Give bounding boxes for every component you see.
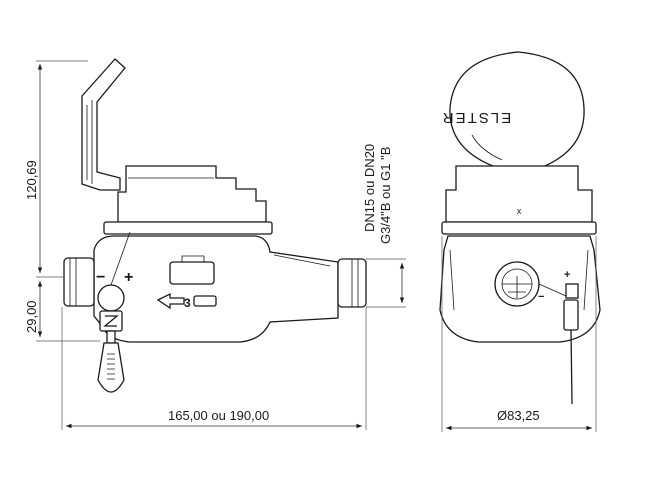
meter-body	[63, 235, 367, 343]
front-view: ELSTER x + −	[439, 51, 601, 432]
arrow-digit: 3	[184, 296, 191, 310]
height-dimensions: 120,69 29,00	[24, 60, 100, 342]
connection-line2: G3/4"B ou G1 "B	[378, 147, 393, 244]
connection-dimension: DN15 ou DN20 G3/4"B ou G1 "B	[362, 144, 406, 308]
length-label: 165,00 ou 190,00	[168, 408, 269, 423]
plus-sign: +	[124, 269, 133, 286]
register-housing-front: x	[441, 165, 597, 235]
adjuster-front: + −	[494, 261, 579, 405]
height-total-label: 120,69	[24, 160, 39, 200]
small-mark: x	[517, 206, 522, 216]
lid-raised	[81, 58, 126, 191]
connection-line1: DN15 ou DN20	[362, 144, 377, 232]
height-axis-label: 29,00	[24, 300, 39, 333]
register-housing	[103, 165, 273, 235]
plus-sign-small: +	[564, 269, 570, 281]
lid-disc: ELSTER	[441, 51, 585, 169]
minus-sign: −	[96, 269, 105, 286]
length-dimension: 165,00 ou 190,00	[61, 307, 367, 430]
side-view: 3 − + 120,69 29,00	[24, 58, 406, 430]
flow-indicator: 3	[156, 255, 217, 310]
diameter-label: Ø83,25	[497, 408, 540, 423]
brand-label: ELSTER	[441, 109, 511, 126]
diameter-dimension: Ø83,25	[441, 236, 597, 432]
minus-sign-small: −	[538, 291, 544, 303]
adjuster-knob	[97, 231, 131, 393]
